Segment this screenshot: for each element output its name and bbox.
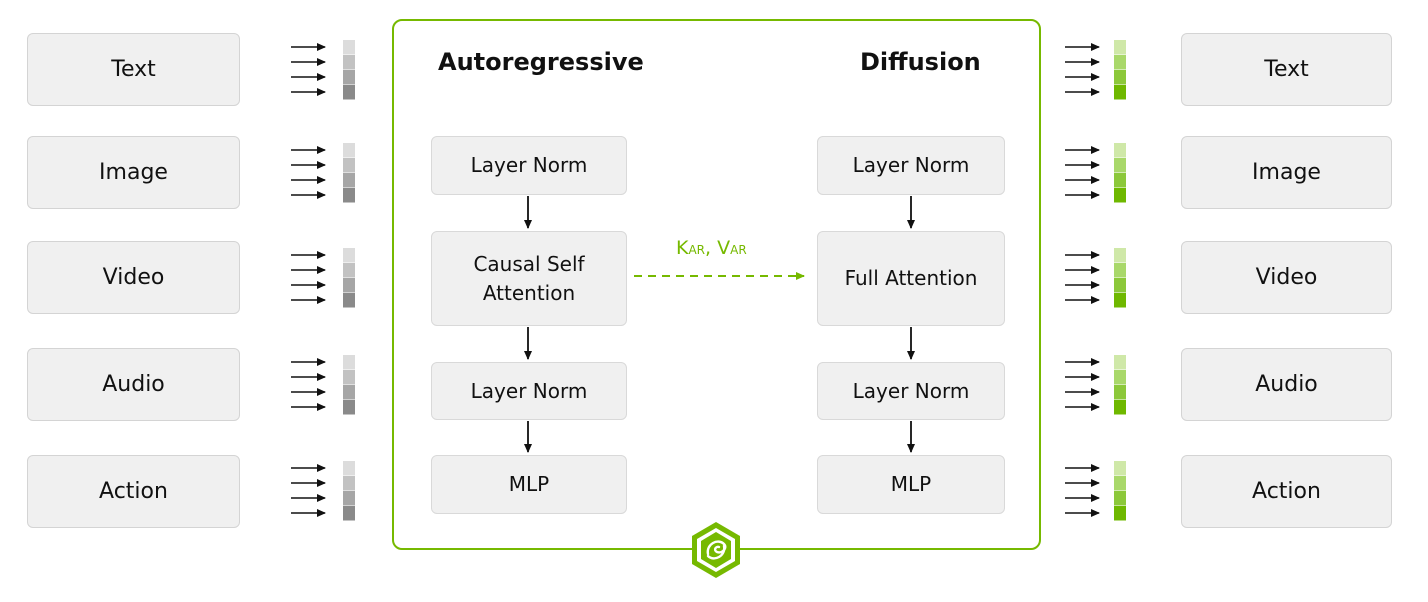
output-token-group [1065, 143, 1126, 203]
ar-mlp-label: MLP [508, 472, 550, 496]
input-token-group [291, 143, 355, 203]
input-video-box: Video [27, 241, 240, 314]
input-token-cell [343, 263, 355, 278]
ar-causal-self-attention-label: Causal Self Attention [473, 251, 585, 305]
input-video-label: Video [102, 265, 165, 290]
input-token-cell [343, 278, 355, 293]
ar-mlp: MLP [431, 455, 627, 514]
input-token-cell [343, 370, 355, 385]
ar-layer-norm-1-label: Layer Norm [470, 153, 588, 177]
autoregressive-heading: Autoregressive [438, 48, 644, 76]
kv-k-letter: K [676, 237, 689, 259]
output-token-cell [1114, 506, 1126, 521]
input-token-group [291, 461, 355, 521]
output-token-group [1065, 248, 1126, 308]
output-token-group [1065, 461, 1126, 521]
input-token-cell [343, 188, 355, 203]
diff-mlp-label: MLP [890, 472, 932, 496]
diff-layer-norm-2-label: Layer Norm [852, 378, 970, 403]
input-token-group [291, 355, 355, 415]
output-token-cell [1114, 385, 1126, 400]
input-action-box: Action [27, 455, 240, 528]
output-video-box: Video [1181, 241, 1392, 314]
output-text-label: Text [1264, 57, 1309, 82]
input-token-group [291, 40, 355, 100]
ar-layer-norm-2-label: Layer Norm [470, 378, 588, 403]
input-image-label: Image [99, 160, 168, 185]
output-token-cell [1114, 263, 1126, 278]
output-action-box: Action [1181, 455, 1392, 528]
output-token-groups [1065, 40, 1126, 521]
input-text-box: Text [27, 33, 240, 106]
output-token-cell [1114, 278, 1126, 293]
diff-layer-norm-1-label: Layer Norm [852, 153, 970, 177]
output-token-group [1065, 40, 1126, 100]
input-token-cell [343, 70, 355, 85]
kv-k-subscript: AR [688, 243, 706, 257]
input-action-label: Action [99, 479, 168, 504]
diff-full-attention-label: Full Attention [844, 266, 978, 290]
output-token-cell [1114, 293, 1126, 308]
input-token-cell [343, 385, 355, 400]
kv-v-letter: V [717, 237, 731, 259]
output-token-cell [1114, 85, 1126, 100]
input-token-cell [343, 173, 355, 188]
ar-causal-self-attention: Causal Self Attention [431, 231, 627, 326]
input-token-cell [343, 158, 355, 173]
input-token-group [291, 248, 355, 308]
output-token-cell [1114, 158, 1126, 173]
output-token-cell [1114, 55, 1126, 70]
output-action-label: Action [1252, 479, 1321, 504]
input-token-cell [343, 143, 355, 158]
input-token-cell [343, 506, 355, 521]
input-token-cell [343, 491, 355, 506]
output-token-cell [1114, 40, 1126, 55]
output-token-cell [1114, 248, 1126, 263]
input-token-cell [343, 476, 355, 491]
output-token-cell [1114, 491, 1126, 506]
ar-layer-norm-1: Layer Norm [431, 136, 627, 195]
diff-full-attention: Full Attention [817, 231, 1005, 326]
input-token-cell [343, 248, 355, 263]
output-token-group [1065, 355, 1126, 415]
output-token-cell [1114, 355, 1126, 370]
input-image-box: Image [27, 136, 240, 209]
diff-mlp: MLP [817, 455, 1005, 514]
input-token-cell [343, 293, 355, 308]
input-text-label: Text [111, 57, 156, 82]
output-video-label: Video [1255, 265, 1318, 290]
output-token-cell [1114, 188, 1126, 203]
kv-separator: , [705, 237, 712, 259]
input-audio-box: Audio [27, 348, 240, 421]
output-token-cell [1114, 400, 1126, 415]
diff-layer-norm-2: Layer Norm [817, 362, 1005, 420]
kv-cache-label: KAR, VAR [676, 237, 747, 259]
input-token-cell [343, 85, 355, 100]
hexagon-swirl-logo-icon [692, 522, 740, 578]
ar-layer-norm-2: Layer Norm [431, 362, 627, 420]
input-token-cell [343, 355, 355, 370]
output-token-cell [1114, 70, 1126, 85]
input-token-cell [343, 55, 355, 70]
diff-layer-norm-1: Layer Norm [817, 136, 1005, 195]
input-audio-label: Audio [102, 372, 165, 397]
output-audio-box: Audio [1181, 348, 1392, 421]
output-token-cell [1114, 143, 1126, 158]
output-token-cell [1114, 173, 1126, 188]
output-token-cell [1114, 461, 1126, 476]
input-token-cell [343, 400, 355, 415]
input-token-cell [343, 461, 355, 476]
output-text-box: Text [1181, 33, 1392, 106]
output-image-box: Image [1181, 136, 1392, 209]
output-token-cell [1114, 370, 1126, 385]
input-token-cell [343, 40, 355, 55]
output-image-label: Image [1252, 160, 1321, 185]
input-token-groups [291, 40, 355, 521]
output-audio-label: Audio [1255, 372, 1318, 397]
diffusion-heading: Diffusion [860, 48, 981, 76]
kv-v-subscript: AR [730, 243, 747, 257]
output-token-cell [1114, 476, 1126, 491]
